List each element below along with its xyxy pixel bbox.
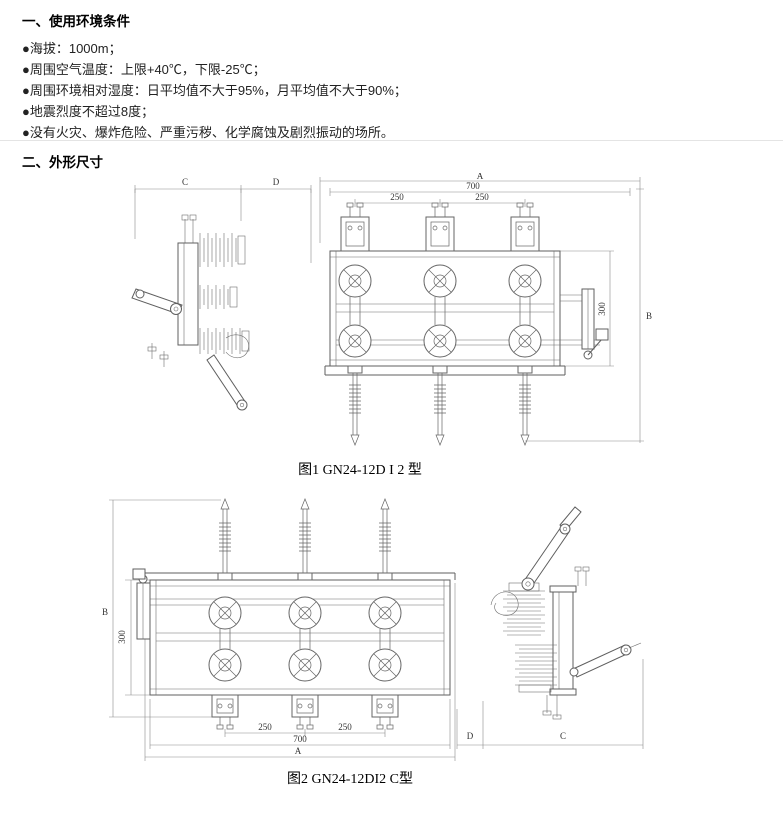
env-conditions-list: ●海拔：1000m； ●周围空气温度：上限+40℃，下限-25℃； ●周围环境相… — [22, 38, 407, 143]
fig1-dim-d: D — [273, 177, 280, 187]
fig1-dim-a: A — [477, 173, 484, 181]
fig2-dim-b: B — [102, 607, 108, 617]
env-condition-item: ●周围空气温度：上限+40℃，下限-25℃； — [22, 62, 266, 77]
figure2-caption: 图2 GN24-12DI2 C型 — [287, 772, 413, 787]
fig2-dimensions: B 300 250 250 700 A D C — [102, 499, 644, 761]
fig1-dimensions: C D A 700 250 250 300 B — [134, 173, 652, 443]
fig1-dim-c: C — [182, 177, 188, 187]
env-condition-item: ●海拔：1000m； — [22, 41, 122, 56]
figure2-drawing: B 300 250 250 700 A D C — [102, 498, 644, 761]
figure1-caption: 图1 GN24-12D I 2 型 — [298, 463, 422, 478]
fig2-dim-a: A — [295, 746, 302, 756]
section1-title: 一、使用环境条件 — [22, 14, 130, 29]
section2-title: 二、外形尺寸 — [22, 155, 103, 170]
fig2-dim-250-left: 250 — [258, 722, 272, 732]
fig2-dim-700: 700 — [293, 734, 307, 744]
fig2-dim-d: D — [467, 731, 474, 741]
env-condition-item: ●周围环境相对湿度：日平均值不大于95%，月平均值不大于90%； — [22, 83, 407, 98]
fig1-dim-b: B — [646, 311, 652, 321]
fig1-dim-250-left: 250 — [390, 192, 404, 202]
env-condition-item: ●地震烈度不超过8度； — [22, 104, 155, 119]
fig2-side-view — [490, 506, 642, 720]
fig1-dim-300: 300 — [597, 302, 607, 316]
fig1-side-view — [131, 214, 250, 411]
fig1-front-view — [324, 202, 609, 446]
fig1-dim-700: 700 — [466, 181, 480, 191]
fig1-dim-250-right: 250 — [475, 192, 489, 202]
usage-conditions-section: 一、使用环境条件 ●海拔：1000m； ●周围空气温度：上限+40℃，下限-25… — [22, 10, 407, 143]
section-divider — [0, 140, 783, 141]
fig2-dim-250-right: 250 — [338, 722, 352, 732]
fig2-dim-300: 300 — [117, 630, 127, 644]
fig2-front-view — [132, 498, 456, 730]
fig2-dim-c: C — [560, 731, 566, 741]
figure1-drawing: C D A 700 250 250 300 B — [131, 173, 652, 446]
env-condition-item: ●没有火灾、爆炸危险、严重污秽、化学腐蚀及剧烈振动的场所。 — [22, 125, 394, 140]
